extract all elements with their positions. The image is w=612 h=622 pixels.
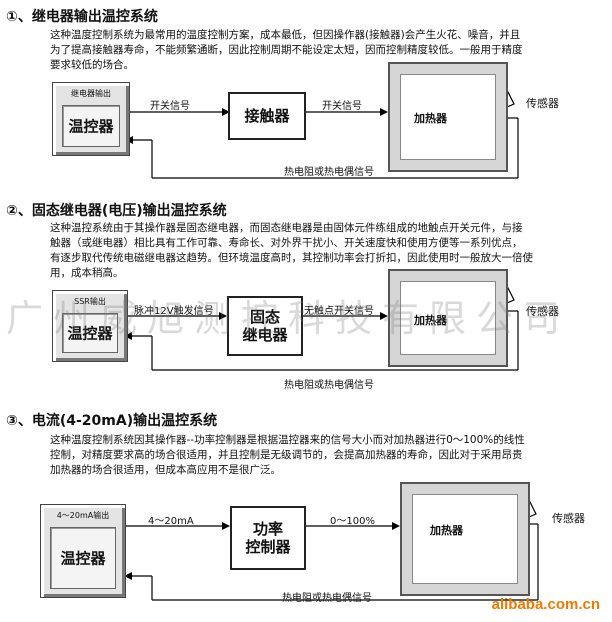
output-label: 开关信号 [322,101,362,112]
output-label: 无触点开关信号 [304,306,374,317]
section-title: ③、电流(4-20mA)输出温控系统 [6,413,218,429]
heater-label: 加热器 [414,314,447,327]
signal-label: 4～20mA [148,516,194,527]
description-line: 触器（或继电器）相比具有工作可靠、寿命长、对外界干扰小、开关速度快和使用方便等一… [50,237,523,249]
section-description: 这种温度控制系统因其操作器--功率控制器是根据温控器来的信号大小而对加热器进行0… [50,433,590,478]
description-line: 这种温控系统由于其操作器是固态继电器，而固态继电器是由固体元件练组成的地触点开关… [50,222,523,234]
controller-name: 温控器 [68,117,114,136]
controller-name: 温控器 [67,324,113,343]
description-line: 有逐步取代传统电磁继电器这趋势。但环境温度高时，其控制功率会打折扣，因此使用时一… [50,252,533,264]
feedback-label: 热电阻或热电偶信号 [282,593,372,604]
output-label: 0～100% [330,516,375,527]
controller-output-type: 继电器输出 [71,89,111,98]
actuator-name-line: 固态 [249,308,280,326]
section-description: 这种温度控制系统为最常用的温度控制方案，成本最低，但因操作器(接触器)会产生火花… [50,28,590,73]
furnace [388,62,508,172]
feedback-label: 热电阻或热电偶信号 [284,167,374,178]
controller-face: 温控器 [50,527,116,589]
controller-unit: 4～20mA输出 温控器 [40,504,126,598]
actuator-box: 功率 控制器 [230,506,306,570]
section-relay: ①、继电器输出温控系统 这种温度控制系统为最常用的温度控制方案，成本最低，但因操… [0,0,612,195]
sensor-label: 传感器 [552,512,585,525]
description-line: 要求较低的场合。 [50,59,134,71]
furnace-chamber [400,281,496,355]
description-line: 这种温度控制系统为最常用的温度控制方案，成本最低，但因操作器(接触器)会产生火花… [50,29,521,41]
furnace-chamber [412,494,518,584]
actuator-name-line: 继电器 [242,326,288,344]
description-line: 这种温度控制系统因其操作器--功率控制器是根据温控器来的信号大小而对加热器进行0… [50,434,525,446]
description-line: 控制，对精度要求高的场合很适用，并且控制是无级调节的，会提高加热器的寿命，因此对… [50,449,523,461]
description-line: 加热器的场合很适用，但成本高应用不是很广泛。 [50,464,281,476]
section-description: 这种温控系统由于其操作器是固态继电器，而固态继电器是由固体元件练组成的地触点开关… [50,221,590,281]
watermark: 广州威旭测控科技有限公司 [6,297,570,340]
controller-unit: 继电器输出 温控器 [52,82,130,156]
sensor-label: 传感器 [526,97,559,110]
controller-name: 温控器 [60,549,106,568]
heater-label: 加热器 [414,112,447,125]
feedback-label: 热电阻或热电偶信号 [284,380,374,391]
controller-unit: SSR输出 温控器 [52,290,128,362]
section-ssr: ②、固态继电器(电压)输出温控系统 这种温控系统由于其操作器是固态继电器，而固态… [0,196,612,402]
signal-label: 脉冲12V触发信号 [134,306,214,317]
site-mark: alibaba.com.cn [491,596,600,613]
actuator-name: 接触器 [244,107,290,125]
description-line: 为了提高接触器寿命，不能频繁通断，因此控制周期不能设定太短，因而控制精度较低。一… [50,44,523,56]
section-title: ②、固态继电器(电压)输出温控系统 [6,203,227,219]
controller-face: 温控器 [62,313,118,353]
controller-output-type: 4～20mA输出 [56,511,110,520]
actuator-name-line: 控制器 [245,538,291,556]
description-line: 用，成本稍高。 [50,267,124,279]
actuator-box: 固态 继电器 [227,296,303,356]
furnace-chamber [400,74,496,160]
actuator-box: 接触器 [228,92,306,140]
section-title: ①、继电器输出温控系统 [6,9,158,25]
signal-label: 开关信号 [150,101,190,112]
actuator-name-line: 功率 [252,520,283,538]
furnace [400,482,530,596]
controller-output-type: SSR输出 [74,297,106,306]
furnace [388,269,508,367]
controller-face: 温控器 [62,105,120,147]
section-current: ③、电流(4-20mA)输出温控系统 这种温度控制系统因其操作器--功率控制器是… [0,404,612,622]
heater-label: 加热器 [430,524,463,537]
sensor-label: 传感器 [526,305,559,318]
